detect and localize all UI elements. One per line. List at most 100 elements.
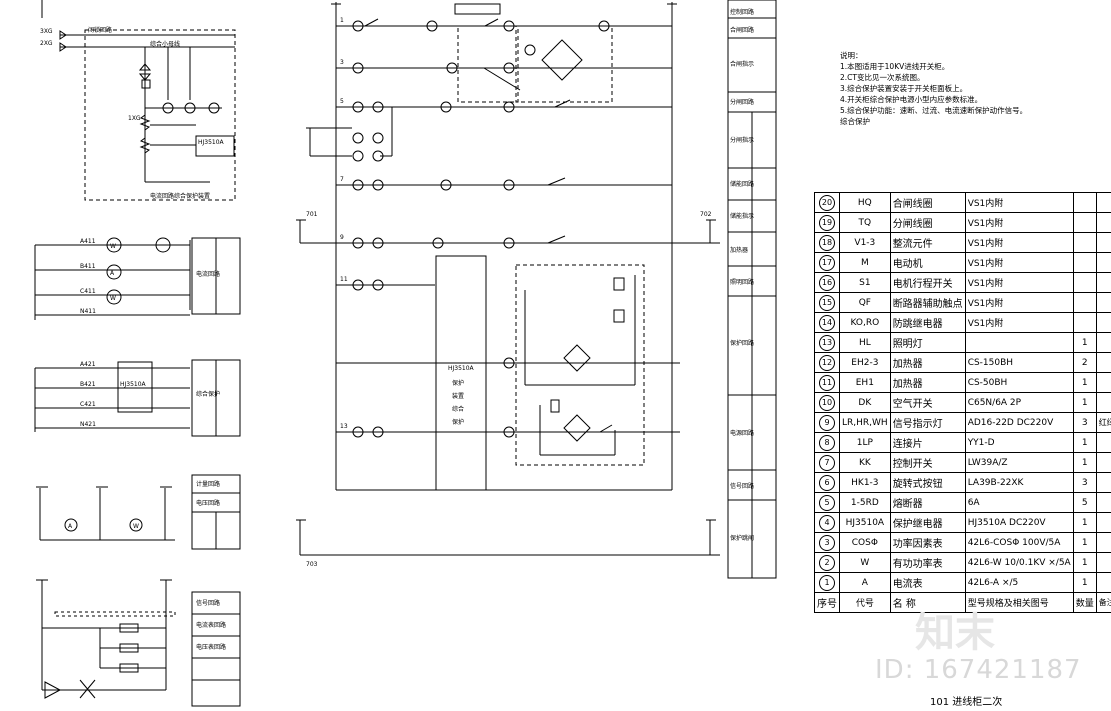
svg-text:电流表回路: 电流表回路 (196, 621, 226, 629)
svg-text:控制回路: 控制回路 (730, 8, 754, 16)
bom-cell-name: 有功功率表 (889, 552, 966, 573)
bom-cell-name: 功率因素表 (889, 532, 966, 553)
svg-text:1: 1 (340, 17, 344, 24)
bom-cell-qty: 1 (1072, 512, 1097, 533)
bom-cell-code: KO,RO (839, 312, 891, 333)
bom-cell-spec: VS1内附 (964, 272, 1074, 293)
bom-cell-remark (1095, 332, 1111, 353)
bom-cell-spec: VS1内附 (964, 192, 1074, 213)
bom-number-circle: 20 (819, 194, 835, 211)
notes-line: 3.综合保护装置安装于开关柜面板上。 (840, 84, 968, 93)
bom-cell-code: HL (839, 332, 891, 353)
bom-cell-spec: CS-150BH (964, 352, 1074, 373)
bom-cell-name: 电流表 (889, 572, 966, 593)
bom-cell-remark (1095, 472, 1111, 493)
bom-cell-no: 1 (814, 572, 840, 593)
bom-number-circle: 1 (819, 574, 835, 591)
bom-cell-name: 照明灯 (889, 332, 966, 353)
svg-text:11: 11 (340, 276, 348, 283)
bom-cell-qty: 1 (1072, 392, 1097, 413)
bom-cell-no: 9 (814, 412, 840, 433)
svg-text:闭锁回路: 闭锁回路 (88, 26, 112, 34)
svg-text:N421: N421 (80, 421, 96, 428)
bom-number-circle: 7 (819, 454, 835, 471)
bom-cell-code: EH2-3 (839, 352, 891, 373)
svg-text:N411: N411 (80, 308, 96, 315)
svg-text:合闸回路: 合闸回路 (730, 26, 754, 34)
bom-cell-qty: 3 (1072, 472, 1097, 493)
bom-cell-qty: 1 (1072, 572, 1097, 593)
notes-title: 说明： (840, 51, 863, 60)
svg-text:分闸回路: 分闸回路 (730, 98, 754, 106)
bom-cell-code: COSΦ (839, 532, 891, 553)
bom-cell-qty: 1 (1072, 332, 1097, 353)
bom-cell-remark: 红绿黄各一 (1095, 412, 1111, 433)
bom-cell-spec: VS1内附 (964, 292, 1074, 313)
svg-text:HJ3510A: HJ3510A (120, 381, 147, 388)
svg-text:保护: 保护 (452, 418, 464, 426)
svg-text:加热器: 加热器 (730, 246, 748, 254)
bom-cell-spec: AD16-22D DC220V (964, 412, 1074, 433)
bom-cell-spec (964, 332, 1074, 353)
svg-text:合闸指示: 合闸指示 (730, 60, 754, 68)
bom-cell-code: 1-5RD (839, 492, 891, 513)
notes-line: 综合保护 (840, 117, 870, 126)
bom-cell-spec: CS-50BH (964, 372, 1074, 393)
bom-cell-no: 20 (814, 192, 840, 213)
bom-cell-remark (1095, 372, 1111, 393)
svg-text:C411: C411 (80, 288, 96, 295)
bom-cell-no: 15 (814, 292, 840, 313)
svg-text:电源回路: 电源回路 (730, 429, 754, 437)
bom-cell-remark (1095, 212, 1111, 233)
bom-cell-remark (1095, 252, 1111, 273)
bom-header-cell: 序号 (814, 592, 840, 613)
bom-number-circle: 11 (819, 374, 835, 391)
svg-text:702: 702 (700, 211, 712, 218)
bom-cell-name: 电动机 (889, 252, 966, 273)
watermark-id: ID: 167421187 (875, 655, 1082, 685)
svg-text:2XG: 2XG (40, 40, 53, 47)
bom-cell-remark (1095, 512, 1111, 533)
svg-text:分闸指示: 分闸指示 (730, 136, 754, 144)
bom-cell-code: 1LP (839, 432, 891, 453)
svg-text:B421: B421 (80, 381, 96, 388)
bom-cell-spec: VS1内附 (964, 312, 1074, 333)
svg-text:W: W (133, 523, 139, 530)
bom-number-circle: 13 (819, 334, 835, 351)
notes-line: 4.开关柜综合保护电源小型内应参数标准。 (840, 95, 983, 104)
bom-cell-code: M (839, 252, 891, 273)
svg-text:电流回路综合保护装置: 电流回路综合保护装置 (150, 192, 210, 200)
svg-text:701: 701 (306, 211, 318, 218)
bom-cell-no: 14 (814, 312, 840, 333)
bom-cell-spec: 42L6-A ×/5 (964, 572, 1074, 593)
bom-number-circle: 9 (819, 414, 835, 431)
bom-cell-name: 加热器 (889, 352, 966, 373)
bom-cell-remark (1095, 532, 1111, 553)
svg-text:综合小母线: 综合小母线 (150, 40, 180, 48)
bom-cell-qty: 3 (1072, 412, 1097, 433)
svg-text:储能指示: 储能指示 (730, 212, 754, 220)
bom-cell-code: HK1-3 (839, 472, 891, 493)
bom-cell-name: 断路器辅助触点 (889, 292, 966, 313)
bom-cell-no: 4 (814, 512, 840, 533)
svg-text:综合: 综合 (452, 405, 464, 413)
bom-cell-qty: 1 (1072, 552, 1097, 573)
bom-cell-name: 旋转式按钮 (889, 472, 966, 493)
bom-cell-qty: 1 (1072, 452, 1097, 473)
bom-cell-name: 控制开关 (889, 452, 966, 473)
svg-text:3XG: 3XG (40, 28, 53, 35)
svg-text:保护: 保护 (452, 379, 464, 387)
svg-text:HJ3510A: HJ3510A (448, 365, 475, 372)
bom-cell-remark (1095, 272, 1111, 293)
bom-cell-qty (1072, 212, 1097, 233)
bom-cell-spec: 6A (964, 492, 1074, 513)
bom-cell-qty (1072, 192, 1097, 213)
bom-cell-qty: 5 (1072, 492, 1097, 513)
